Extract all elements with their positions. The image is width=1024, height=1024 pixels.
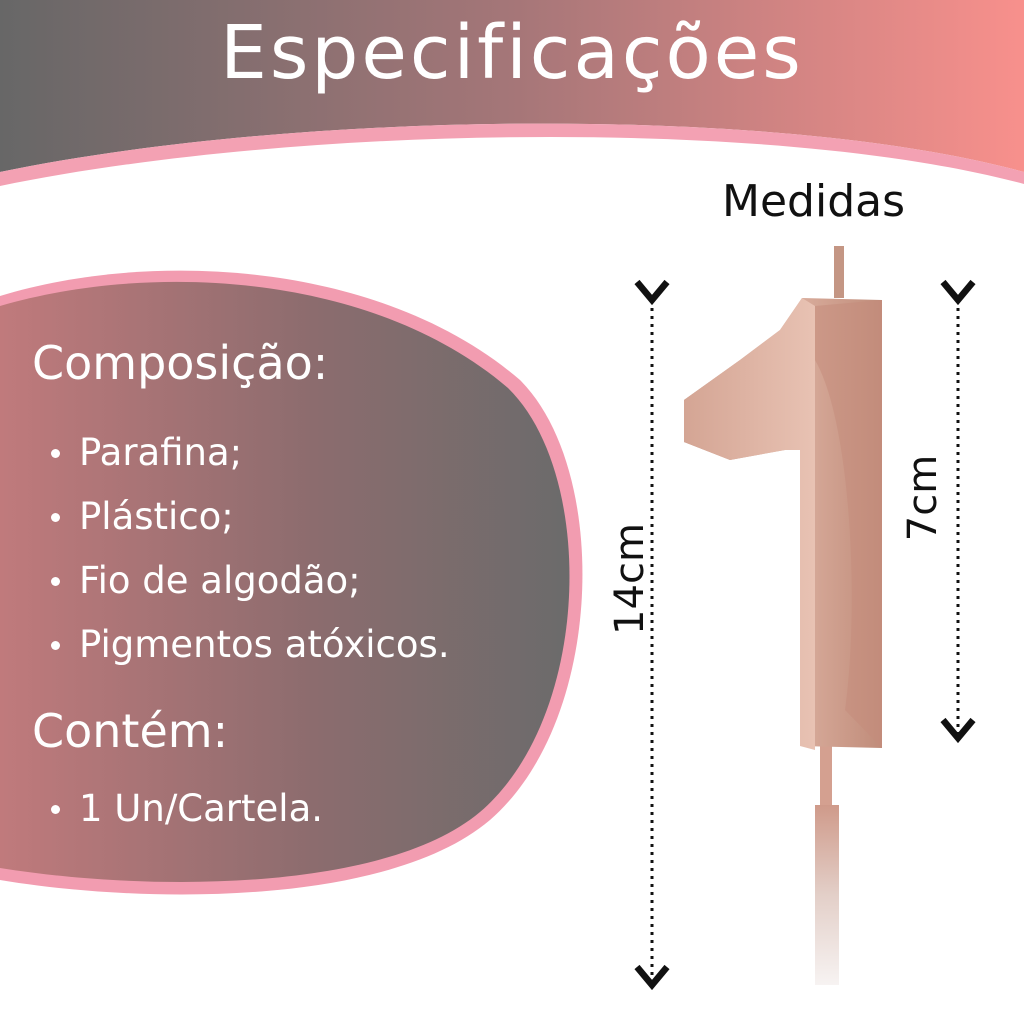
composition-title: Composição:: [32, 336, 329, 390]
number-height-label: 7cm: [900, 454, 946, 542]
list-item: 1 Un/Cartela.: [48, 784, 323, 848]
list-item: Pigmentos atóxicos.: [48, 620, 450, 684]
list-item: Fio de algodão;: [48, 556, 450, 620]
composition-list: Parafina; Plástico; Fio de algodão; Pigm…: [48, 428, 450, 684]
page-title: Especificações: [220, 10, 804, 96]
header-banner: [0, 0, 1024, 172]
composition-blob: [0, 281, 570, 882]
header-pink-edge: [0, 123, 1024, 186]
measurements-title: Medidas: [722, 176, 906, 227]
list-item: Parafina;: [48, 428, 450, 492]
list-item: Plástico;: [48, 492, 450, 556]
candle-number-one-icon: [684, 246, 882, 985]
contents-title: Contém:: [32, 704, 229, 758]
contents-list: 1 Un/Cartela.: [48, 784, 323, 848]
total-height-label: 14cm: [607, 523, 653, 635]
